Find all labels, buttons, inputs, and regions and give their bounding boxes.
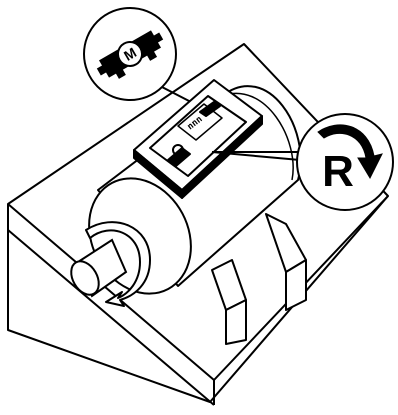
- motor-support-legs: [211, 213, 307, 345]
- motor-shaft: [70, 238, 128, 298]
- vibration-tester-icon: nnn: [133, 79, 263, 199]
- rotation-symbol-letter: R: [322, 147, 354, 196]
- callout-motor: M: [83, 7, 177, 101]
- shaft-rotation-arrow-icon: [85, 221, 151, 307]
- callout-rotation: R: [296, 113, 394, 211]
- rotation-clockwise-icon: [317, 124, 383, 180]
- motor-symbol-icon: M: [96, 30, 164, 79]
